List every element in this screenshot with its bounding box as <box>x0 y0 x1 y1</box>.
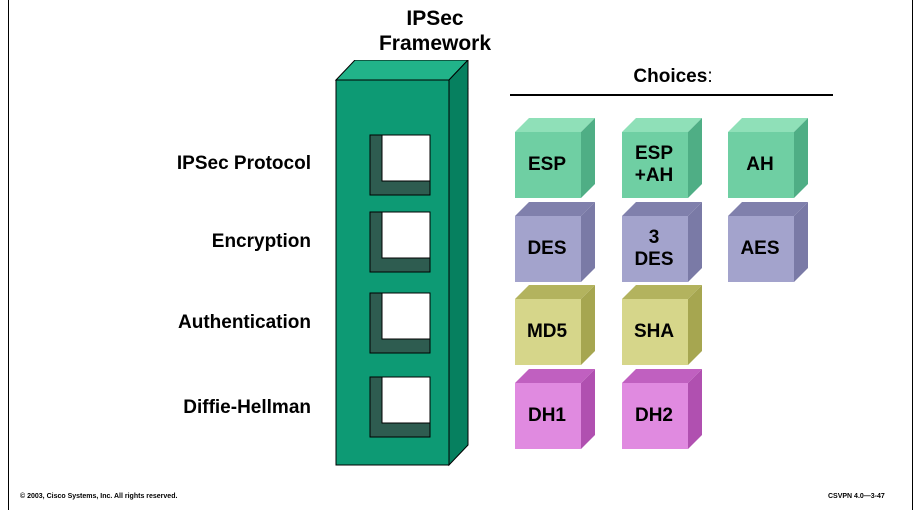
framework-title-line1: IPSec <box>406 7 464 30</box>
choice-cube-front <box>622 216 688 282</box>
choice-cube-front <box>622 383 688 449</box>
choice-cube-front <box>515 383 581 449</box>
choice-cube-front <box>622 132 688 198</box>
choice-cube-label: ESP <box>515 132 579 198</box>
choice-cube: AH <box>728 118 808 198</box>
choice-cube-shape <box>515 118 595 198</box>
choice-cube: DES <box>515 202 595 282</box>
choice-cube-front <box>728 216 794 282</box>
choice-label-line2: DES <box>634 249 674 270</box>
framework-title-line2: Framework <box>378 32 492 55</box>
choices-heading: Choices: <box>598 66 748 88</box>
choice-cube-shape <box>515 202 595 282</box>
choice-cube-shape <box>515 285 595 365</box>
framework-slot-4 <box>369 376 431 438</box>
framework-slot-2 <box>369 211 431 273</box>
choice-label-line1: 3 <box>648 227 660 248</box>
choice-cube-shape <box>515 369 595 449</box>
choice-cube-front <box>728 132 794 198</box>
choice-cube-shape <box>622 285 702 365</box>
choice-label-line1: AH <box>746 154 774 175</box>
choice-cube-top <box>728 118 808 132</box>
choice-cube-front <box>515 132 581 198</box>
choice-cube-side <box>688 202 702 282</box>
row-label-authentication: Authentication <box>178 312 311 333</box>
choice-cube-front <box>515 216 581 282</box>
choice-cube-shape <box>622 118 702 198</box>
choice-cube-label: DES <box>515 216 579 282</box>
choice-cube-label: DH2 <box>622 383 686 449</box>
row-label-diffie-hellman: Diffie-Hellman <box>183 397 311 418</box>
footer-copyright: © 2003, Cisco Systems, Inc. All rights r… <box>20 493 178 500</box>
choice-cube-top <box>515 285 595 299</box>
choice-cube: ESP+AH <box>622 118 702 198</box>
choice-cube-top <box>622 285 702 299</box>
choice-cube-front <box>622 299 688 365</box>
choice-label-line1: DES <box>527 238 567 259</box>
footer-course-code: CSVPN 4.0—3-47 <box>828 493 885 500</box>
row-label-encryption: Encryption <box>211 231 311 252</box>
choice-cube-side <box>688 369 702 449</box>
choice-cube-label: MD5 <box>515 299 579 365</box>
choice-cube-shape <box>622 369 702 449</box>
choice-cube-shape <box>622 202 702 282</box>
choices-heading-text: Choices <box>633 66 708 87</box>
choice-label-line1: MD5 <box>526 321 568 342</box>
choice-cube-label: AES <box>728 216 792 282</box>
choice-cube-side <box>581 285 595 365</box>
choice-cube-side <box>581 118 595 198</box>
choice-cube-side <box>794 202 808 282</box>
framework-title: IPSec Framework <box>355 6 515 56</box>
choice-cube-top <box>622 118 702 132</box>
slide-border-right <box>912 0 913 510</box>
choice-label-line1: DH1 <box>527 405 566 426</box>
choice-cube: MD5 <box>515 285 595 365</box>
choice-cube-shape <box>728 202 808 282</box>
choice-cube-front <box>515 299 581 365</box>
choice-cube: DH1 <box>515 369 595 449</box>
choice-cube: AES <box>728 202 808 282</box>
choice-cube-side <box>688 285 702 365</box>
choice-cube-top <box>728 202 808 216</box>
choice-label-line1: AES <box>740 238 780 259</box>
choice-cube-top <box>622 202 702 216</box>
choice-cube-label: ESP+AH <box>622 132 686 198</box>
choice-label-line1: DH2 <box>634 405 673 426</box>
framework-slot-3 <box>369 292 431 354</box>
framework-column <box>334 60 469 467</box>
choice-cube-shape <box>728 118 808 198</box>
choice-cube-side <box>794 118 808 198</box>
framework-slot-1 <box>369 134 431 196</box>
choice-cube-top <box>515 202 595 216</box>
choices-heading-colon: : <box>707 66 713 87</box>
choice-label-line1: ESP <box>634 143 674 164</box>
choice-cube-label: AH <box>728 132 792 198</box>
framework-column-side <box>448 60 469 467</box>
choice-cube-label: SHA <box>622 299 686 365</box>
choice-cube-side <box>688 118 702 198</box>
slide-border-left <box>8 0 9 510</box>
choice-cube-top <box>515 118 595 132</box>
row-label-ipsec-protocol: IPSec Protocol <box>176 153 311 174</box>
choice-label-line2: +AH <box>634 165 674 186</box>
choice-cube: ESP <box>515 118 595 198</box>
choice-cube: DH2 <box>622 369 702 449</box>
choice-cube: SHA <box>622 285 702 365</box>
choice-cube-side <box>581 369 595 449</box>
choice-cube-top <box>515 369 595 383</box>
choice-cube-top <box>622 369 702 383</box>
framework-column-top <box>334 60 469 81</box>
choices-rule <box>510 94 833 96</box>
choice-cube-label: DH1 <box>515 383 579 449</box>
choice-label-line1: SHA <box>633 321 675 342</box>
choice-cube-side <box>581 202 595 282</box>
choice-label-line1: ESP <box>527 154 567 175</box>
